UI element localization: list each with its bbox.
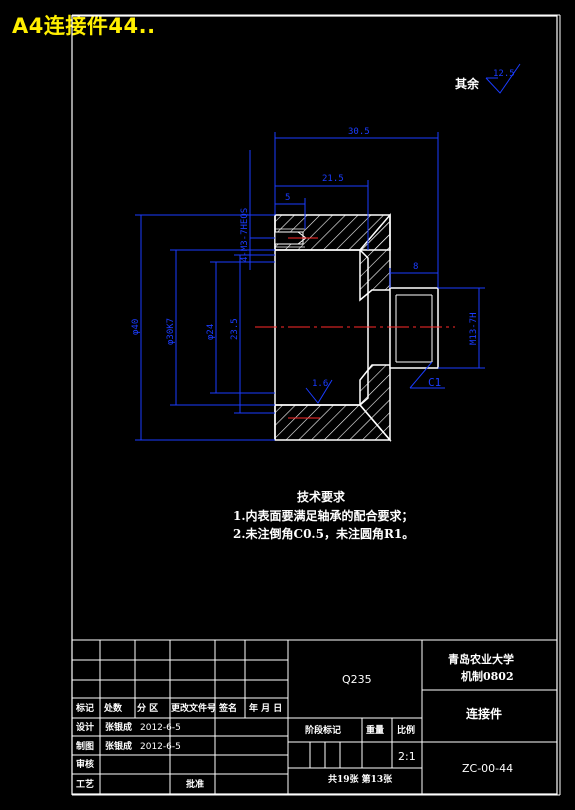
dim-spigot-length: 8: [413, 262, 418, 272]
checker-label: 审核: [76, 758, 94, 770]
tech-item-1: 1.内表面要满足轴承的配合要求；: [233, 508, 414, 523]
part-section: [255, 212, 455, 443]
dim-bore-depth: 21.5: [322, 174, 344, 184]
drafter-label: 制图: [76, 740, 94, 752]
roughness-symbol: 其余 12.5: [455, 63, 521, 94]
dim-roughness-hole: 1.6: [312, 379, 328, 389]
roughness-value: 12.5: [493, 69, 515, 79]
part-name: 连接件: [466, 706, 502, 721]
rev-header-count: 处数: [103, 702, 123, 714]
designer-label: 设计: [76, 721, 94, 733]
rev-header-date: 年 月 日: [249, 702, 282, 714]
tech-heading: 技术要求: [297, 489, 346, 504]
rev-header-sign: 签名: [218, 702, 237, 714]
dim-outer-diameter: φ40: [131, 319, 141, 335]
dim-bearing-seat: φ30K7: [166, 318, 176, 345]
stage-label: 阶段标记: [305, 724, 341, 736]
scale-value: 2:1: [398, 750, 416, 763]
class-name: 机制0802: [461, 669, 514, 683]
threaded-spigot: [389, 287, 439, 369]
approve-label: 批准: [186, 778, 204, 790]
rev-header-file: 更改文件号: [171, 702, 216, 714]
roughness-label: 其余: [455, 76, 480, 91]
bore-outline: [275, 249, 369, 406]
dim-chamfer: C1: [428, 376, 441, 389]
dim-thread-holes: 4-M3-7HEQS: [240, 208, 250, 262]
dim-tap-depth: 5: [285, 193, 290, 203]
title-block: [71, 639, 558, 795]
sheet-count: 共19张 第13张: [328, 773, 393, 785]
rev-header-mark: 标记: [75, 702, 94, 714]
scale-label: 比例: [397, 724, 415, 736]
designer-name: 张银成: [105, 721, 132, 733]
dimension-lines: [135, 132, 485, 441]
weight-label: 重量: [366, 724, 384, 736]
tech-item-2: 2.未注倒角C0.5，未注圆角R1。: [233, 526, 414, 541]
page-title: A4连接件44..: [12, 14, 156, 38]
material: Q235: [342, 673, 372, 686]
rev-header-zone: 分 区: [137, 702, 158, 714]
school-name: 青岛农业大学: [448, 652, 514, 666]
dim-inner-step: 23.5: [230, 318, 240, 340]
draft-date: 2012-6-5: [140, 742, 181, 752]
tech-requirements: 技术要求 1.内表面要满足轴承的配合要求； 2.未注倒角C0.5，未注圆角R1。: [233, 489, 414, 541]
title-block-text: Q235 青岛农业大学 机制0802 连接件 ZC-00-44 比例 重量 阶段…: [75, 652, 514, 790]
process-label: 工艺: [76, 778, 94, 790]
dimension-texts: 30.5 21.5 5 8 1.6 C1 4-M3-7HEQS φ40 φ30K…: [131, 127, 479, 389]
dim-overall-length: 30.5: [348, 127, 370, 137]
dim-spigot-thread: M13-7H: [469, 312, 479, 345]
drafter-name: 张银成: [105, 740, 132, 752]
dim-bore-diameter: φ24: [206, 324, 216, 340]
drawing-number: ZC-00-44: [462, 762, 513, 775]
design-date: 2012-6-5: [140, 723, 181, 733]
